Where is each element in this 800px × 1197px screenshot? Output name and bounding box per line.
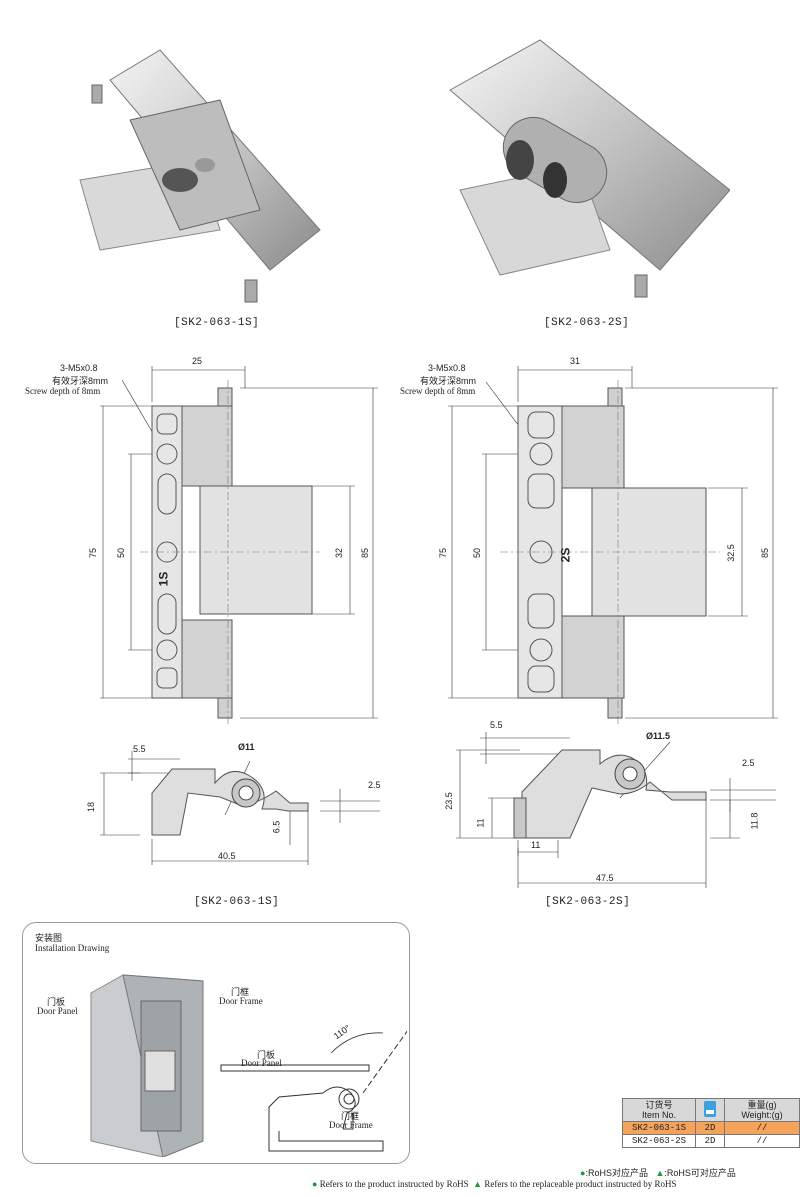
dim-diameter-2s: Ø11.5 xyxy=(646,731,671,741)
legend-rohs-cn: ●:RoHS对应产品 ▲:RoHS可对应产品 xyxy=(580,1166,736,1179)
dim-6-5-1s: 6.5 xyxy=(271,820,282,834)
product-photo-2s xyxy=(449,39,730,298)
order-table-header: 订货号 Item No. 重量(g) Weight:(g) xyxy=(622,1098,800,1122)
dim-width-1s: 25 xyxy=(192,356,203,366)
dim-47-5-2s: 47.5 xyxy=(596,873,614,883)
order-table: 订货号 Item No. 重量(g) Weight:(g) SK2-063-1S… xyxy=(622,1098,800,1148)
mark-2s: 2S xyxy=(558,547,573,563)
installation-drawing-panel: 安装图 Installation Drawing 门板 Door Panel 门… xyxy=(22,922,410,1164)
header-weight-en: Weight:(g) xyxy=(741,1110,783,1120)
installation-section-diagram xyxy=(220,1030,407,1152)
hole-note-cn-2s: 有效牙深8mm xyxy=(420,376,476,386)
side-caption-2s: [SK2-063-2S] xyxy=(545,896,631,908)
row-cad: 2D xyxy=(695,1121,725,1135)
side-view-1s xyxy=(100,751,380,865)
row-item-no: SK2-063-2S xyxy=(622,1134,696,1148)
hole-note-en-1s: Screw depth of 8mm xyxy=(25,386,101,396)
header-cad xyxy=(695,1098,725,1122)
door-panel-label-en: Door Panel xyxy=(37,1006,78,1016)
rohs-triangle-icon: ▲ xyxy=(473,1179,483,1189)
rohs-triangle-icon: ▲ xyxy=(655,1168,665,1178)
dim-32-1s: 32 xyxy=(334,547,345,559)
door-frame2-label-en: Door Frame xyxy=(329,1120,373,1130)
legend-rohs-cn-text: :RoHS对应产品 xyxy=(585,1168,648,1178)
rohs-dot-icon: ● xyxy=(580,1168,586,1178)
door-panel2-label-cn: 门板 xyxy=(257,1050,276,1060)
dim-11-h-2s: 11 xyxy=(531,840,541,850)
dim-40-5-1s: 40.5 xyxy=(218,851,236,861)
rohs-dot-icon: ● xyxy=(312,1179,318,1189)
door-frame-label-cn: 门框 xyxy=(231,987,250,997)
legend-rohs-en-text: Refers to the product instructed by RoHS xyxy=(319,1179,469,1189)
side-caption-1s: [SK2-063-1S] xyxy=(194,896,280,908)
door-panel-label-cn: 门板 xyxy=(47,997,66,1007)
row-weight: // xyxy=(724,1134,800,1148)
header-weight-cn: 重量(g) xyxy=(747,1100,777,1110)
dim-2-5-2s: 2.5 xyxy=(742,758,755,768)
legend-rohs-replace-cn-text: :RoHS可对应产品 xyxy=(664,1168,736,1178)
hole-note-2s: 3-M5x0.8 xyxy=(428,363,466,373)
front-view-1s xyxy=(100,366,378,725)
door-frame-label-en: Door Frame xyxy=(219,996,263,1006)
header-item-no-en: Item No. xyxy=(641,1110,676,1120)
install-title-en: Installation Drawing xyxy=(35,943,110,953)
dim-23-5-2s: 23.5 xyxy=(443,792,454,810)
dim-5-5-2s: 5.5 xyxy=(490,720,503,730)
dim-50-2s: 50 xyxy=(472,547,483,559)
row-cad: 2D xyxy=(695,1134,725,1148)
dim-50-1s: 50 xyxy=(116,547,127,559)
dim-5-5-1s: 5.5 xyxy=(133,744,146,754)
header-item-no: 订货号 Item No. xyxy=(622,1098,696,1122)
dim-diameter-1s: Ø11 xyxy=(238,742,255,752)
door-panel2-label-en: Door Panel xyxy=(241,1058,282,1068)
row-weight: // xyxy=(724,1121,800,1135)
table-row: SK2-063-1S 2D // xyxy=(622,1121,800,1135)
front-view-2s xyxy=(448,366,778,725)
caption-sk2-063-2s: [SK2-063-2S] xyxy=(544,317,630,329)
dim-18-1s: 18 xyxy=(86,801,97,813)
dim-75-2s: 75 xyxy=(438,547,449,559)
header-weight: 重量(g) Weight:(g) xyxy=(724,1098,800,1122)
legend-rohs-en: ● Refers to the product instructed by Ro… xyxy=(312,1179,677,1189)
dim-85-1s: 85 xyxy=(360,547,371,559)
header-item-no-cn: 订货号 xyxy=(645,1100,673,1110)
dim-85-2s: 85 xyxy=(760,547,771,559)
door-frame2-label-cn: 门框 xyxy=(341,1111,360,1121)
hole-note-cn-1s: 有效牙深8mm xyxy=(52,376,108,386)
hole-note-1s: 3-M5x0.8 xyxy=(60,363,98,373)
hole-note-en-2s: Screw depth of 8mm xyxy=(400,386,476,396)
dim-11-v-2s: 11 xyxy=(475,818,486,828)
dim-width-2s: 31 xyxy=(570,356,581,366)
row-item-no: SK2-063-1S xyxy=(622,1121,696,1135)
cad-file-icon xyxy=(704,1101,716,1117)
legend-rohs-replace-en-text: Refers to the replaceable product instru… xyxy=(484,1179,677,1189)
dim-2-5-1s: 2.5 xyxy=(368,780,381,790)
dim-75-1s: 75 xyxy=(88,547,99,559)
side-view-2s xyxy=(456,732,776,888)
dim-32-5-2s: 32.5 xyxy=(725,544,736,562)
install-title-cn: 安装图 xyxy=(35,933,63,943)
dim-11-8-2s: 11.8 xyxy=(749,812,760,830)
caption-sk2-063-1s: [SK2-063-1S] xyxy=(174,317,260,329)
product-photo-1s xyxy=(79,49,321,303)
installation-3d-illustration xyxy=(90,974,204,1157)
table-row: SK2-063-2S 2D // xyxy=(622,1134,800,1148)
mark-1s: 1S xyxy=(156,571,171,587)
